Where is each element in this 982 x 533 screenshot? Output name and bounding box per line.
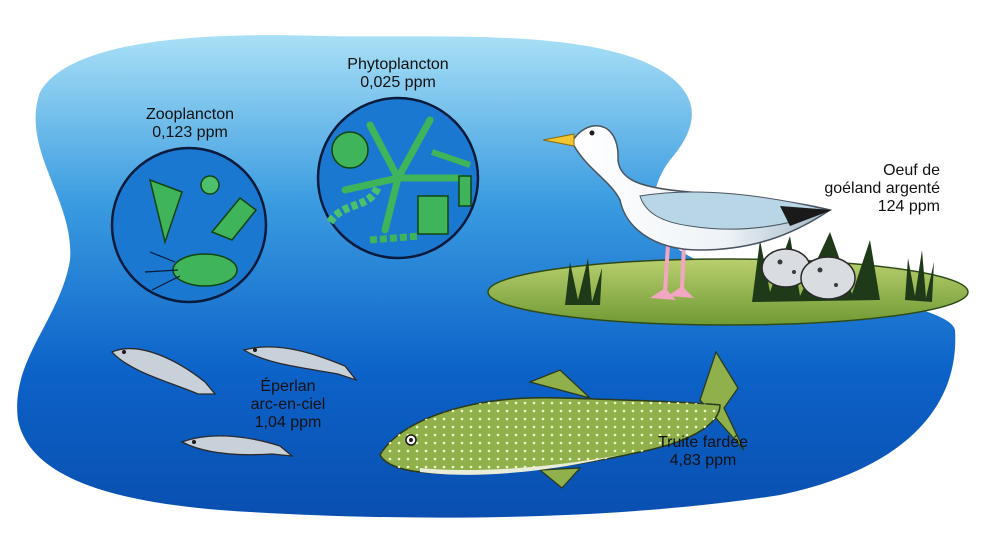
gull-egg-line1: Oeuf de [800, 162, 940, 180]
trout-value: 4,83 ppm [648, 452, 758, 470]
zooplankton-circle [112, 148, 266, 302]
phytoplankton-cell [459, 176, 471, 206]
zooplankton-label: Zooplancton 0,123 ppm [110, 106, 270, 142]
zooplankton-name: Zooplancton [110, 106, 270, 124]
gull-egg-line2: goéland argenté [800, 180, 940, 198]
phytoplankton-label: Phytoplancton 0,025 ppm [312, 56, 484, 92]
phytoplankton-circle [318, 98, 478, 258]
trout-name: Truite fardée [648, 434, 758, 452]
zooplankton-organism [173, 254, 237, 286]
gull-egg-label: Oeuf de goéland argenté 124 ppm [800, 162, 940, 216]
smelt-line2: arc-en-ciel [236, 396, 340, 414]
smelt-line1: Éperlan [236, 378, 340, 396]
phytoplankton-name: Phytoplancton [312, 56, 484, 74]
smelt-value: 1,04 ppm [236, 414, 340, 432]
gull-eye [590, 131, 595, 136]
trout-label: Truite fardée 4,83 ppm [648, 434, 758, 470]
gull-egg [801, 257, 855, 299]
zooplankton-organism [201, 176, 219, 194]
smelt-label: Éperlan arc-en-ciel 1,04 ppm [236, 378, 340, 432]
zooplankton-value: 0,123 ppm [110, 124, 270, 142]
phytoplankton-cell [332, 132, 368, 168]
phytoplankton-cell [418, 196, 448, 234]
gull-egg-value: 124 ppm [800, 198, 940, 216]
phytoplankton-value: 0,025 ppm [312, 74, 484, 92]
gull-leg [682, 245, 684, 290]
